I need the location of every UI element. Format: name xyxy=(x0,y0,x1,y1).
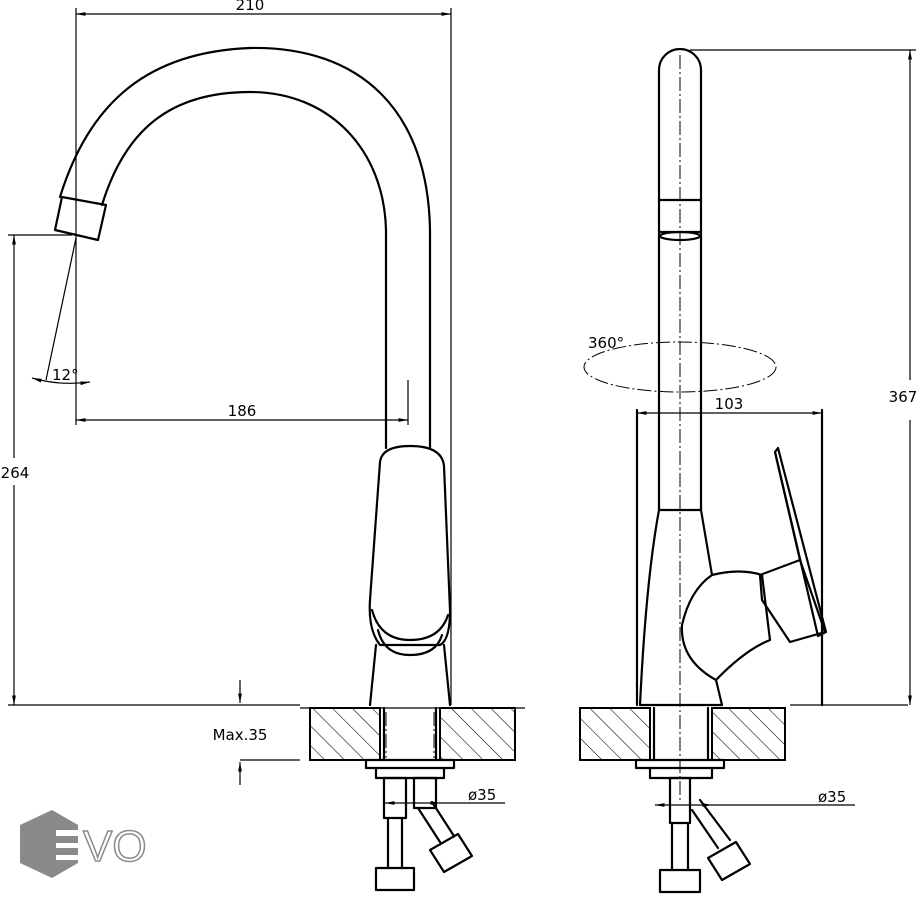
nut xyxy=(648,766,714,780)
base-body xyxy=(368,643,452,707)
dim-hole-diameter-label: ø35 xyxy=(468,786,496,804)
dim-spray-angle-label: 12° xyxy=(52,366,79,384)
dim-spout-reach-label: 186 xyxy=(228,402,257,420)
countertop-section xyxy=(579,707,651,761)
logo-e-bar xyxy=(56,830,82,836)
handle-base xyxy=(758,558,827,644)
hose-right-fitting xyxy=(428,832,474,874)
washer xyxy=(634,758,726,770)
evo-logo: VO xyxy=(20,810,147,878)
hose-fitting xyxy=(658,868,702,894)
handle-lever xyxy=(773,446,828,638)
spout-tube xyxy=(657,47,703,512)
mixer-body xyxy=(368,444,452,647)
front-view: 210 12° 264 186 xyxy=(1,0,525,892)
hose xyxy=(668,776,692,825)
spray-angle-arc xyxy=(31,377,91,386)
shank xyxy=(652,706,710,762)
logo-e-bar xyxy=(56,855,82,860)
side-view: 367 360° 103 ø35 xyxy=(579,47,918,894)
hose-left-fitting xyxy=(374,866,416,892)
logo-hexagon xyxy=(20,810,78,878)
hose-pipe xyxy=(670,821,690,872)
hose-fitting xyxy=(706,840,752,882)
dim-total-width-label: 210 xyxy=(236,0,265,14)
countertop-section xyxy=(711,707,786,761)
hose-pipe xyxy=(690,798,732,850)
shank xyxy=(382,706,438,762)
aerator-nozzle xyxy=(53,195,108,242)
handle-edge xyxy=(376,628,444,657)
cartridge-housing xyxy=(710,570,772,682)
dim-body-depth-label: 103 xyxy=(715,395,744,413)
logo-text: VO xyxy=(83,822,147,871)
dim-max-thickness-label: Max.35 xyxy=(213,726,268,744)
countertop-section xyxy=(439,707,516,761)
hose-right-pipe xyxy=(416,800,456,844)
hose-left-pipe xyxy=(386,816,404,870)
spray-angle-line xyxy=(45,237,77,381)
spout-inner xyxy=(100,90,388,450)
handle-edge xyxy=(370,608,450,642)
rotation-ellipse xyxy=(583,341,777,393)
dim-hole-diameter-label: ø35 xyxy=(818,788,846,806)
hose-left xyxy=(382,776,408,820)
logo-e-bar xyxy=(56,843,82,848)
dim-total-height-label: 367 xyxy=(889,388,918,406)
hose-right xyxy=(412,776,438,810)
mixer-body-side xyxy=(638,508,724,707)
handle-edge xyxy=(773,450,802,562)
countertop-section xyxy=(309,707,381,761)
dim-spout-height-label: 264 xyxy=(1,464,30,482)
spout-outer xyxy=(58,46,432,450)
nut xyxy=(374,766,446,780)
dim-rotation-label: 360° xyxy=(588,334,624,352)
washer xyxy=(364,758,456,770)
spout-ring-opening xyxy=(658,230,702,242)
